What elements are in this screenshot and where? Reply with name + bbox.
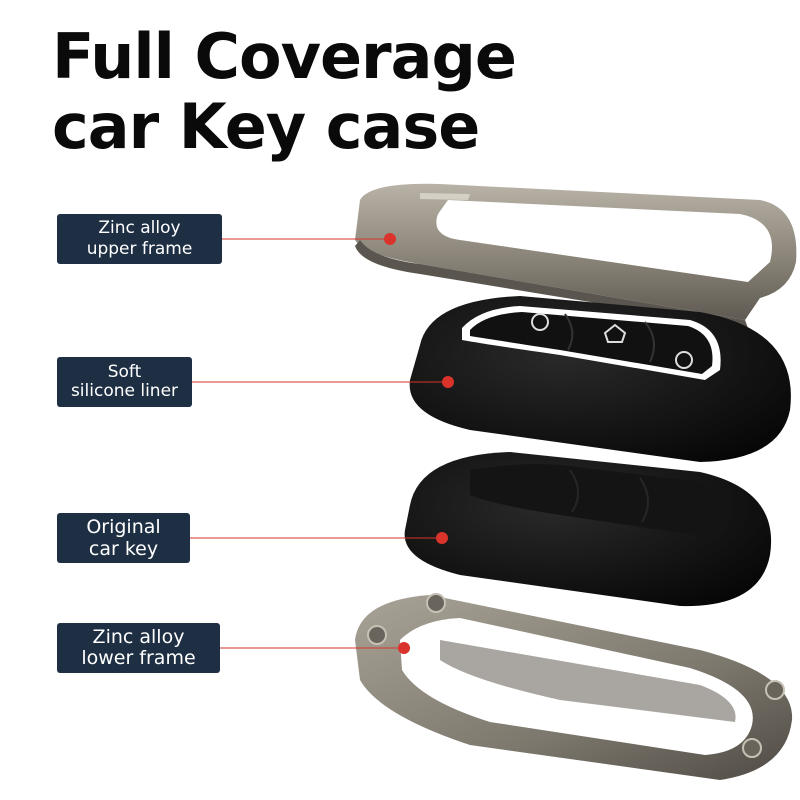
lock-icon [531, 313, 549, 331]
page-title: Full Coverage car Key case [52, 20, 517, 163]
original-car-key [404, 452, 772, 607]
label-lower-frame: Zinc alloy lower frame [57, 623, 220, 673]
pointer-dot-silicone-liner [442, 376, 454, 388]
label-silicone-liner: Soft silicone liner [57, 357, 192, 407]
pointer-dot-upper-frame [384, 233, 396, 245]
pointer-dot-lower-frame [398, 642, 410, 654]
title-line-2: car Key case [52, 90, 480, 163]
label-silicone-liner-line-1: Soft [107, 362, 142, 382]
label-upper-frame: Zinc alloy upper frame [57, 214, 222, 264]
silicone-liner [409, 296, 791, 462]
label-lower-frame-line-1: Zinc alloy [92, 626, 185, 648]
label-original-key-line-2: car key [88, 538, 159, 560]
label-upper-frame-line-1: Zinc alloy [98, 218, 181, 238]
screw-hole-icon [765, 680, 785, 700]
upper-frame [355, 183, 797, 328]
label-original-key-line-1: Original [86, 516, 161, 538]
label-upper-frame-line-2: upper frame [86, 239, 193, 259]
label-original-key: Original car key [57, 513, 190, 563]
trunk-icon [603, 323, 627, 343]
label-silicone-liner-line-2: silicone liner [70, 381, 179, 401]
screw-hole-icon [367, 625, 387, 645]
unlock-icon [675, 351, 693, 369]
lower-frame [355, 593, 793, 780]
screw-hole-icon [742, 738, 762, 758]
title-line-1: Full Coverage [52, 20, 517, 93]
pointer-dot-original-key [436, 532, 448, 544]
pointer-lines [190, 233, 454, 654]
screw-hole-icon [426, 593, 446, 613]
label-lower-frame-line-2: lower frame [81, 647, 196, 669]
